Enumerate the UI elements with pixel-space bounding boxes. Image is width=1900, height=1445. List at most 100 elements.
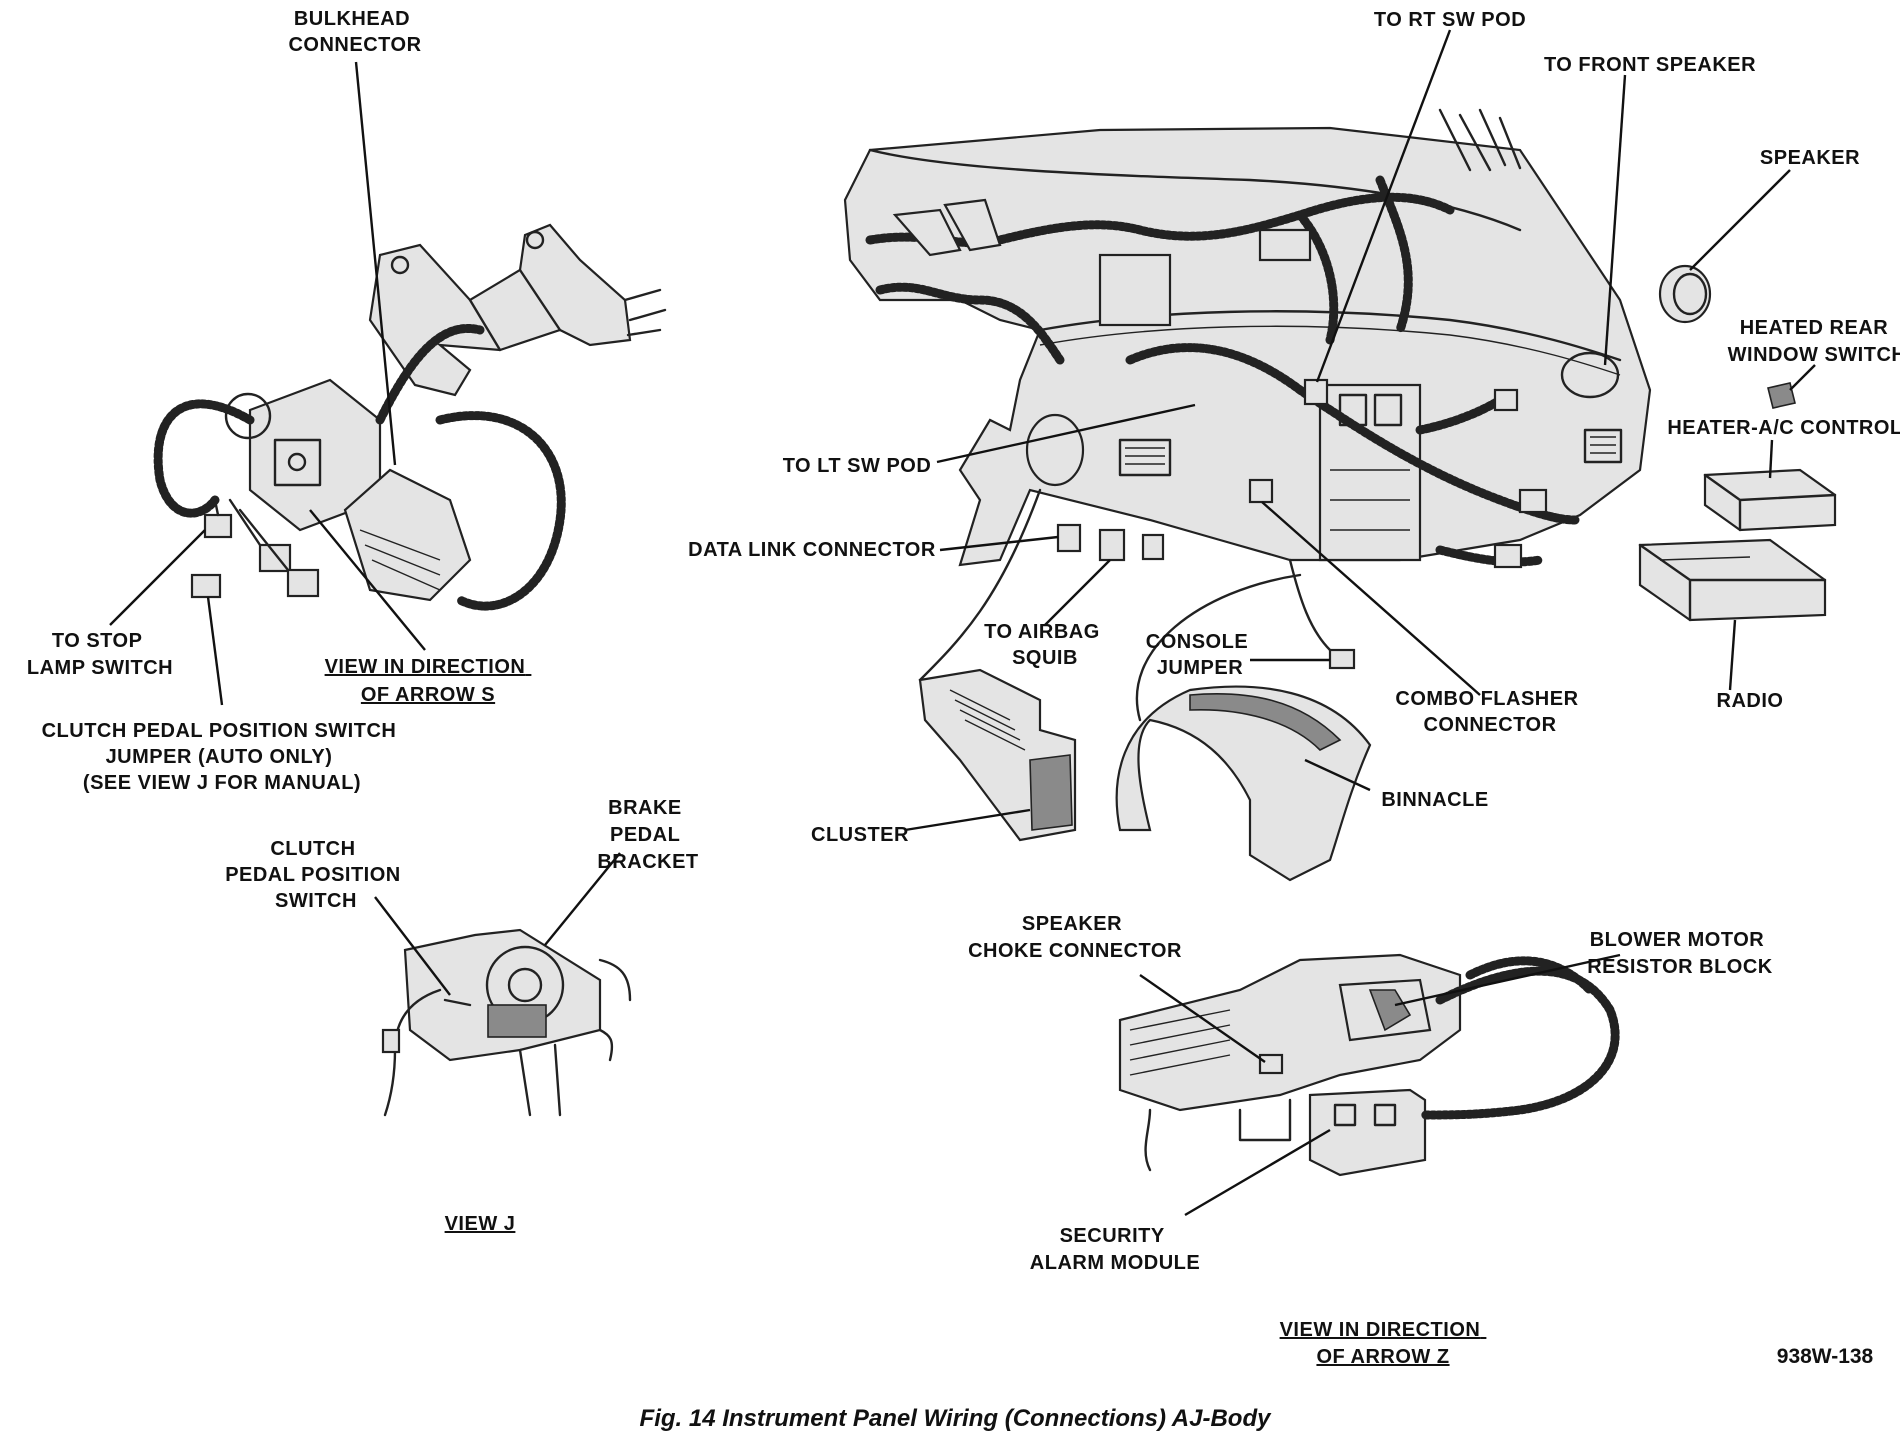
leaders-arrow-z (1139, 953, 1621, 1217)
arrow-s-view-drawing (153, 223, 667, 611)
label-to-front-speaker: TO FRONT SPEAKER (1544, 54, 1756, 76)
label-blower-motor-resistor-block: BLOWER MOTOR RESISTOR BLOCK (1587, 929, 1773, 978)
label-to-rt-sw-pod: TO RT SW POD (1374, 9, 1526, 31)
column-bracket (368, 223, 632, 397)
clutch-jumper-connector (190, 573, 222, 599)
radio-connector (1493, 543, 1523, 569)
hvac-connector (1518, 488, 1548, 514)
right-vent (1583, 428, 1623, 464)
pedal-bracket-plate (403, 928, 602, 1062)
radio-detail (1659, 556, 1751, 561)
center-stack (1318, 383, 1422, 562)
pigtail-wires (213, 498, 290, 572)
label-speaker-choke-connector: SPEAKER CHOKE CONNECTOR (968, 913, 1182, 962)
module-tab (1373, 1103, 1397, 1127)
label-clutch-pedal-position-switch: CLUTCH PEDAL POSITION SWITCH (225, 838, 407, 912)
switch-face (273, 438, 322, 487)
radio-harness (1435, 545, 1545, 567)
leader-clutch-jumper (206, 596, 224, 706)
label-heated-rear-window-switch: HEATED REAR WINDOW SWITCH (1728, 317, 1900, 366)
speaker-wire-lines (1438, 108, 1522, 172)
hvac-edges (1703, 473, 1837, 532)
front-speaker-opening (1560, 351, 1620, 399)
leaders-arrow-s (109, 61, 426, 706)
housing-ribs (1129, 1009, 1231, 1076)
label-view-j: VIEW J (445, 1213, 516, 1235)
label-radio: RADIO (1717, 690, 1784, 712)
cluster-binnacle (918, 668, 1372, 882)
view-j-drawing (381, 928, 632, 1117)
switch-wire-connector (381, 1028, 401, 1054)
leaders-view-j (374, 852, 621, 996)
label-combo-flasher-connector: COMBO FLASHER CONNECTOR (1395, 688, 1584, 736)
radio-edges (1638, 543, 1827, 622)
stop-lamp-connector (203, 513, 233, 539)
leader-blower-resistor (1394, 953, 1621, 1007)
module-tab (1333, 1103, 1357, 1127)
leader-cluster (904, 808, 1031, 832)
figure-caption: Fig. 14 Instrument Panel Wiring (Connect… (640, 1405, 1273, 1432)
label-security-alarm-module: SECURITY ALARM MODULE (1030, 1225, 1200, 1274)
bracket-bolt (390, 255, 410, 275)
label-binnacle: BINNACLE (1381, 789, 1488, 811)
harness-branch (1295, 210, 1339, 345)
clutch-switch-body (487, 1004, 547, 1038)
leader-lt-sw-pod (936, 403, 1196, 464)
leader-clutch-pedal-switch (374, 896, 451, 996)
cluster-ribs (949, 689, 1026, 751)
label-view-arrow-s: VIEW IN DIRECTION OF ARROW S (325, 656, 532, 706)
components-right (1638, 264, 1837, 622)
upper-bracket (1258, 228, 1312, 262)
bulkhead-connector-body (343, 468, 472, 602)
label-bulkhead-connector: BULKHEAD CONNECTOR (288, 8, 421, 56)
binnacle-wire (1135, 573, 1302, 722)
label-to-stop-lamp-switch: TO STOP LAMP SWITCH (27, 630, 173, 679)
label-to-lt-sw-pod: TO LT SW POD (783, 455, 932, 477)
data-link-connector-body (1056, 523, 1082, 553)
duct-outlet (1098, 253, 1172, 327)
label-brake-pedal-bracket: BRAKE PEDAL BRACKET (597, 797, 698, 873)
choke-pigtail (1144, 1108, 1152, 1172)
cluster-face (1029, 754, 1073, 831)
leader-radio (1728, 619, 1737, 691)
label-console-jumper: CONSOLE JUMPER (1146, 631, 1254, 679)
harness-branch (875, 282, 1065, 365)
left-vent (1118, 438, 1172, 477)
connector-ribs (359, 529, 441, 591)
label-cluster: CLUSTER (811, 824, 909, 846)
leader-airbag-squib (1044, 559, 1111, 626)
leader-speaker-choke (1139, 974, 1266, 1063)
harness-loop (153, 399, 255, 518)
bracket-edge (598, 958, 632, 1062)
pedal-pivot-bushing (507, 967, 543, 1003)
leader-binnacle (1304, 758, 1371, 792)
figure-id: 938W-138 (1777, 1345, 1874, 1368)
combo-flasher-connector (1248, 478, 1274, 504)
leader-bulkhead-connector (354, 61, 397, 466)
leader-brake-bracket (544, 852, 621, 946)
resistor-connector (1368, 989, 1412, 1032)
leader-front-speaker (1603, 74, 1627, 366)
security-alarm-module-body (1308, 1088, 1427, 1177)
leader-security-alarm (1184, 1128, 1331, 1217)
binnacle-lip (1189, 693, 1342, 751)
z-harness (1420, 966, 1620, 1120)
console-jumper-wire (1288, 558, 1347, 667)
steering-column-opening (1025, 413, 1085, 487)
label-data-link-connector: DATA LINK CONNECTOR (688, 539, 936, 561)
harness-loop (435, 411, 566, 611)
airbag-connector-2 (1141, 533, 1165, 561)
leader-heated-rear-window (1789, 364, 1816, 391)
stack-slots (1330, 469, 1410, 531)
leader-view-arrow-s (309, 509, 426, 651)
leader-rt-sw-pod (1315, 29, 1452, 383)
leader-stop-lamp (109, 529, 206, 626)
hrw-connector (1493, 388, 1519, 412)
arrow-z-view-drawing (1118, 953, 1620, 1177)
upper-bracket (892, 208, 962, 257)
speaker-body (1658, 264, 1712, 324)
leaders-main (904, 29, 1816, 832)
binnacle-body (1115, 685, 1372, 882)
